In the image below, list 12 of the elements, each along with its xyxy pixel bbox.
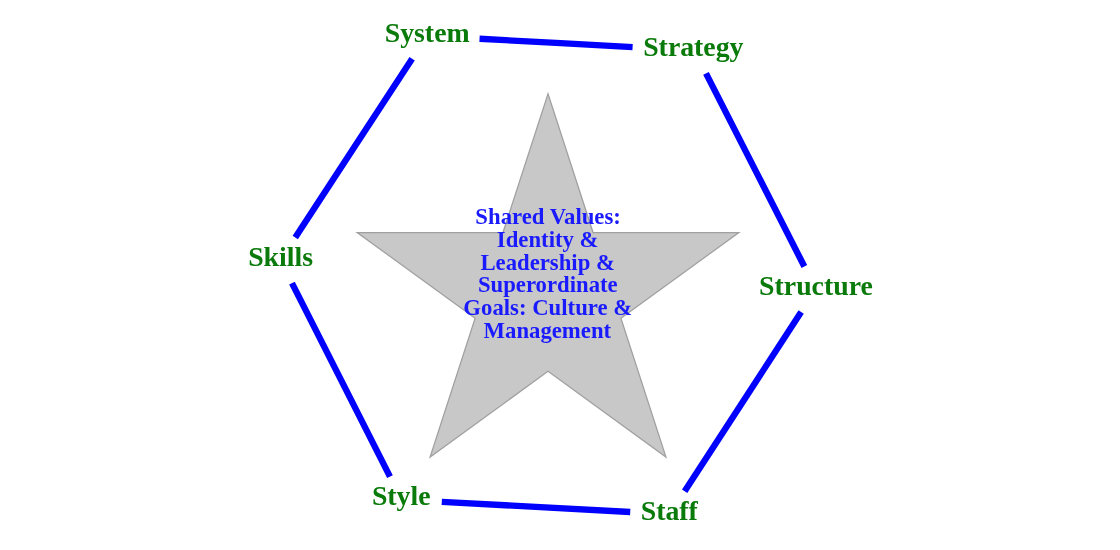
node-text: Staff: [640, 494, 698, 526]
connector: [702, 71, 807, 268]
connector: [441, 498, 630, 516]
connector: [681, 310, 804, 493]
node-text: System: [384, 16, 470, 48]
node-text: Style: [371, 480, 431, 512]
node-text: Skills: [247, 241, 313, 273]
connector: [288, 281, 393, 479]
connector: [478, 35, 633, 51]
connector: [292, 56, 415, 240]
node-text: Structure: [758, 270, 873, 302]
node-text: Strategy: [642, 31, 744, 63]
